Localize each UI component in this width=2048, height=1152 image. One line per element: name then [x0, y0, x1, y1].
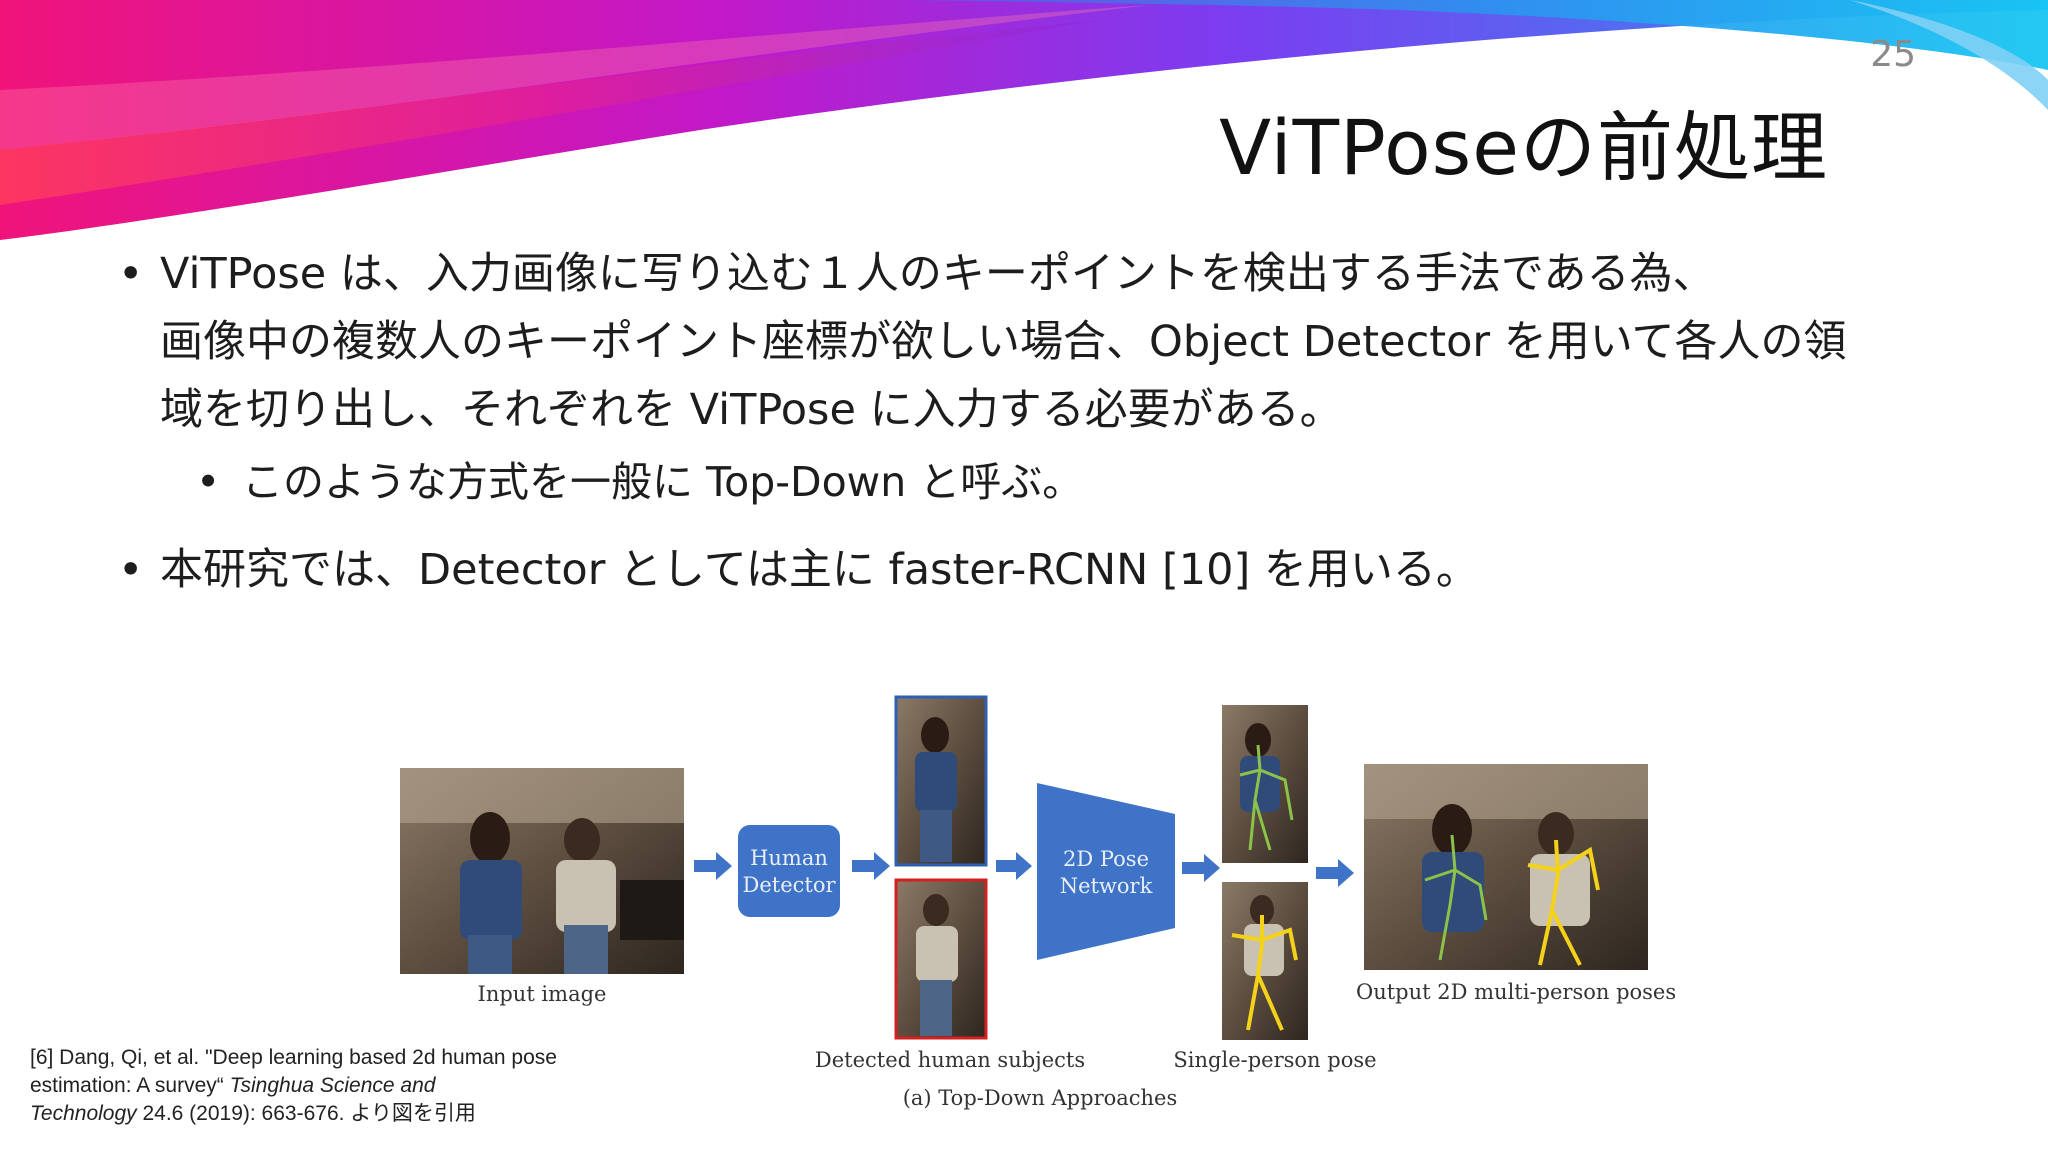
- citation-text: 24.6 (2019): 663-676. より図を引用: [136, 1102, 476, 1125]
- bullet-text-line: 画像中の複数人のキーポイント座標が欲しい場合、Object Detector を…: [160, 317, 1847, 367]
- input-image: [400, 768, 684, 974]
- bullet-text-line: 域を切り出し、それぞれを ViTPose に入力する必要がある。: [160, 385, 1343, 435]
- detected-subject-red: [894, 878, 988, 1040]
- slide-title: ViTPoseの前処理: [1219, 103, 1828, 192]
- arrow-icon: [1182, 854, 1220, 882]
- human-detector-label: Detector: [742, 873, 836, 897]
- bullet-text: 本研究では、Detector としては主に faster-RCNN [10] を…: [160, 545, 1479, 595]
- citation-journal: Tsinghua Science and: [229, 1074, 436, 1097]
- citation-line: estimation: A survey“ Tsinghua Science a…: [30, 1072, 557, 1100]
- bullet-dot-icon: •: [196, 458, 221, 506]
- citation-text: estimation: A survey“: [30, 1074, 230, 1097]
- arrow-icon: [694, 852, 732, 880]
- citation-line: [6] Dang, Qi, et al. "Deep learning base…: [30, 1046, 557, 1069]
- human-detector-label: Human: [750, 846, 828, 870]
- single-pose-yellow: [1222, 882, 1308, 1040]
- caption-detected-subjects: Detected human subjects: [814, 1048, 1086, 1072]
- citation: [6] Dang, Qi, et al. "Deep learning base…: [30, 1044, 557, 1128]
- pose-network-label: 2D Pose: [1063, 847, 1149, 871]
- pose-network-shape: [1037, 783, 1175, 960]
- pose-network-label: Network: [1060, 874, 1153, 898]
- sub-bullet-item: • このような方式を一般に Top-Down と呼ぶ。: [118, 448, 1978, 516]
- caption-main: (a) Top-Down Approaches: [902, 1086, 1178, 1110]
- bullet-list: • ViTPose は、入力画像に写り込む１人のキーポイントを検出する手法である…: [118, 240, 1978, 604]
- citation-line: Technology 24.6 (2019): 663-676. より図を引用: [30, 1100, 557, 1128]
- caption-input-image: Input image: [477, 982, 607, 1006]
- bullet-item: • 本研究では、Detector としては主に faster-RCNN [10]…: [118, 536, 1978, 604]
- arrow-icon: [1316, 859, 1354, 887]
- detected-subject-blue: [894, 695, 988, 867]
- human-detector-box: [738, 825, 840, 917]
- citation-journal: Technology: [30, 1102, 137, 1125]
- caption-single-pose: Single-person pose: [1173, 1048, 1377, 1072]
- arrow-icon: [852, 852, 890, 880]
- bullet-item: • ViTPose は、入力画像に写り込む１人のキーポイントを検出する手法である…: [118, 240, 1978, 444]
- sub-bullet-text: このような方式を一般に Top-Down と呼ぶ。: [242, 458, 1084, 506]
- output-image: [1364, 764, 1648, 970]
- single-pose-green: [1222, 705, 1308, 863]
- bullet-text-line: ViTPose は、入力画像に写り込む１人のキーポイントを検出する手法である為、: [160, 249, 1716, 299]
- bullet-dot-icon: •: [118, 545, 144, 595]
- header-swoosh: [0, 0, 2048, 240]
- arrow-icon: [996, 852, 1032, 880]
- page-number: 25: [1870, 34, 1916, 75]
- caption-output: Output 2D multi-person poses: [1356, 980, 1677, 1004]
- bullet-dot-icon: •: [118, 249, 144, 299]
